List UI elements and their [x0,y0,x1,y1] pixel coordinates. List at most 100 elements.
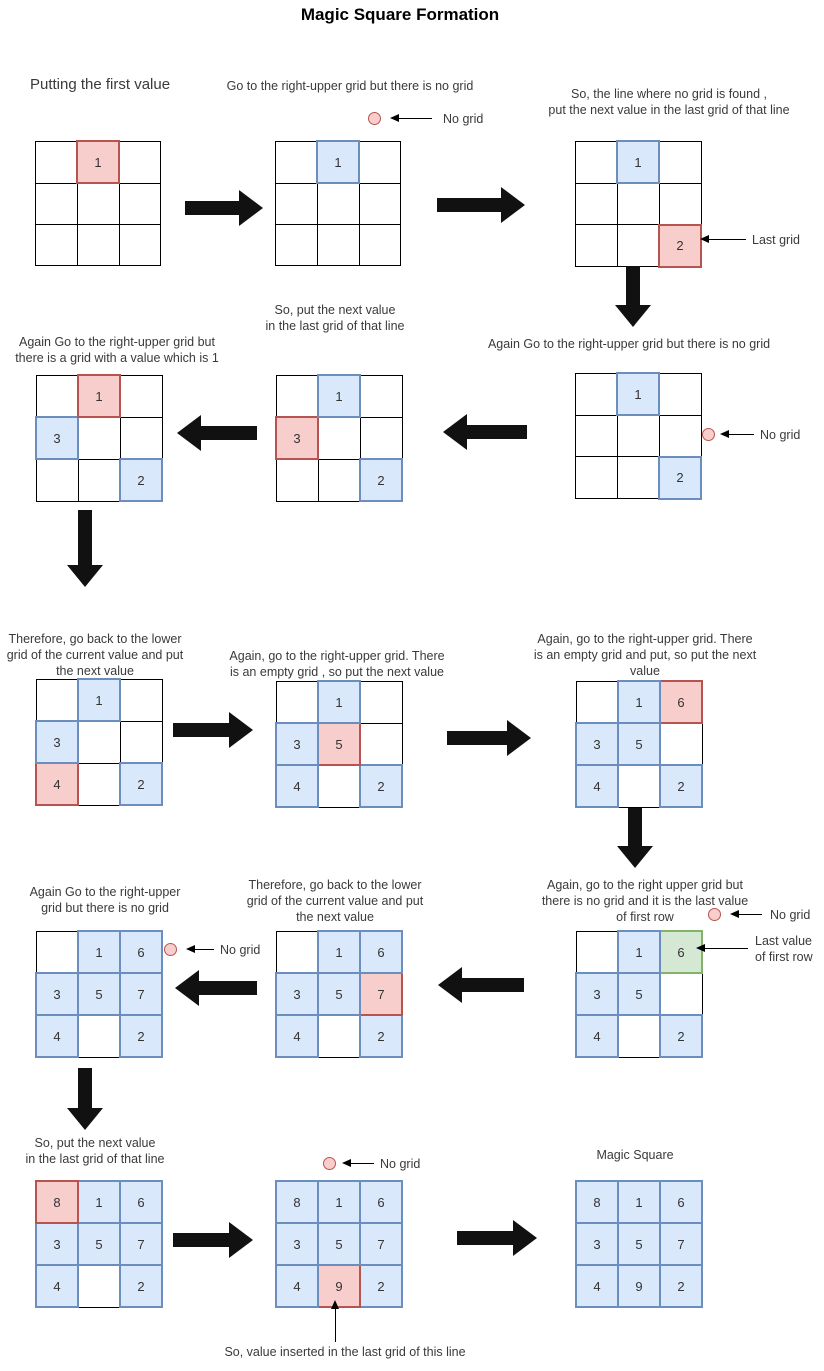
flow-arrow-left-icon [443,414,527,450]
flow-arrow-down-icon [615,266,651,327]
grid-cell [35,930,79,974]
grid-cell: 8 [575,1180,619,1224]
grid-cell [118,182,161,225]
grid-cell [76,224,120,266]
no-grid-label: No grid [443,112,484,126]
annotation-arrow-left-icon [700,235,746,244]
grid-cell: 4 [35,1014,79,1058]
grid-cell: 3 [575,1222,619,1266]
flow-arrow-left-icon [177,415,257,451]
flow-arrow-right-icon [437,187,525,223]
grid-cell: 6 [359,930,403,974]
grid-cell [359,416,403,460]
annotation-arrow-left-icon [696,944,748,953]
no-grid-marker-icon [702,428,715,441]
grid-cell: 1 [617,680,661,724]
grid-cell [275,374,319,418]
step-caption-2: Go to the right-upper grid but there is … [226,79,474,93]
grid-cell: 3 [35,720,79,764]
flow-arrow-left-icon [175,970,257,1006]
grid-cell: 1 [317,930,361,974]
grid-cell: 2 [359,1264,403,1308]
no-grid-label: No grid [770,908,811,922]
grid-cell: 6 [119,1180,163,1224]
annotation-arrow-left-icon [342,1159,374,1168]
grid-cell [77,416,121,460]
grid-cell: 5 [317,972,361,1016]
grid-cell: 1 [316,140,360,184]
grid-cell: 2 [359,1014,403,1058]
grid-cell: 6 [659,1180,703,1224]
grid-cell [275,680,319,724]
grid-cell: 4 [575,1264,619,1308]
grid-cell: 3 [35,1222,79,1266]
grid-cell [77,1264,121,1308]
grid-cell [359,374,403,418]
grid-cell: 1 [77,1180,121,1224]
grid-cell [275,930,319,974]
grid-cell: 4 [35,1264,79,1308]
grid-step-1: 1 [35,140,161,266]
grid-cell: 1 [76,140,120,184]
grid-cell [575,414,618,457]
grid-cell [358,224,401,266]
grid-cell: 3 [275,1222,319,1266]
grid-cell: 2 [658,223,702,268]
step-caption-8: Again, go to the right-upper grid. There… [229,649,445,679]
grid-cell [358,182,401,225]
grid-cell [77,720,121,764]
grid-cell: 6 [659,680,703,724]
flow-arrow-down-icon [617,808,653,868]
step-caption-4: Again Go to the right-upper grid but the… [487,337,771,351]
grid-cell: 1 [616,140,660,184]
page-title: Magic Square Formation [300,5,500,24]
grid-cell: 3 [575,972,619,1016]
grid-cell: 3 [35,416,79,460]
grid-cell: 3 [275,416,319,460]
grid-cell [359,680,403,724]
grid-cell: 3 [35,972,79,1016]
grid-cell: 1 [616,372,660,416]
grid-cell: 6 [659,930,703,974]
grid-cell: 6 [359,1180,403,1224]
grid-cell [317,764,361,808]
annotation-arrow-up-icon [331,1300,340,1342]
grid-cell [617,1014,661,1058]
grid-cell [659,972,703,1016]
grid-cell [118,224,161,266]
annotation-arrow-left-icon [186,945,214,954]
step-caption-13: So, put the next value in the last grid … [25,1136,165,1166]
grid-cell: 7 [659,1222,703,1266]
flow-arrow-left-icon [438,967,524,1003]
grid-cell: 4 [575,764,619,808]
no-grid-label: No grid [220,943,261,957]
value-inserted-note: So, value inserted in the last grid of t… [224,1345,466,1359]
grid-cell: 1 [317,1180,361,1224]
flow-arrow-right-icon [457,1220,537,1256]
grid-cell: 5 [617,1222,661,1266]
grid-cell: 7 [359,972,403,1016]
grid-cell: 1 [317,374,361,418]
grid-cell: 1 [77,374,121,418]
grid-cell: 1 [617,930,661,974]
grid-cell: 2 [659,1264,703,1308]
grid-cell [617,764,661,808]
grid-cell [275,458,319,502]
step-caption-10: Again, go to the right upper grid but th… [541,878,749,924]
grid-cell [35,678,79,722]
flow-arrow-down-icon [67,1068,103,1130]
grid-cell [659,722,703,766]
step-caption-1: Putting the first value [30,76,171,93]
grid-cell [77,458,121,502]
last-value-label: Last value of first row [755,934,813,964]
grid-cell [275,140,318,184]
step-caption-3: So, the line where no grid is found , pu… [548,87,790,117]
annotation-arrow-left-icon [390,114,432,123]
grid-cell [317,1014,361,1058]
